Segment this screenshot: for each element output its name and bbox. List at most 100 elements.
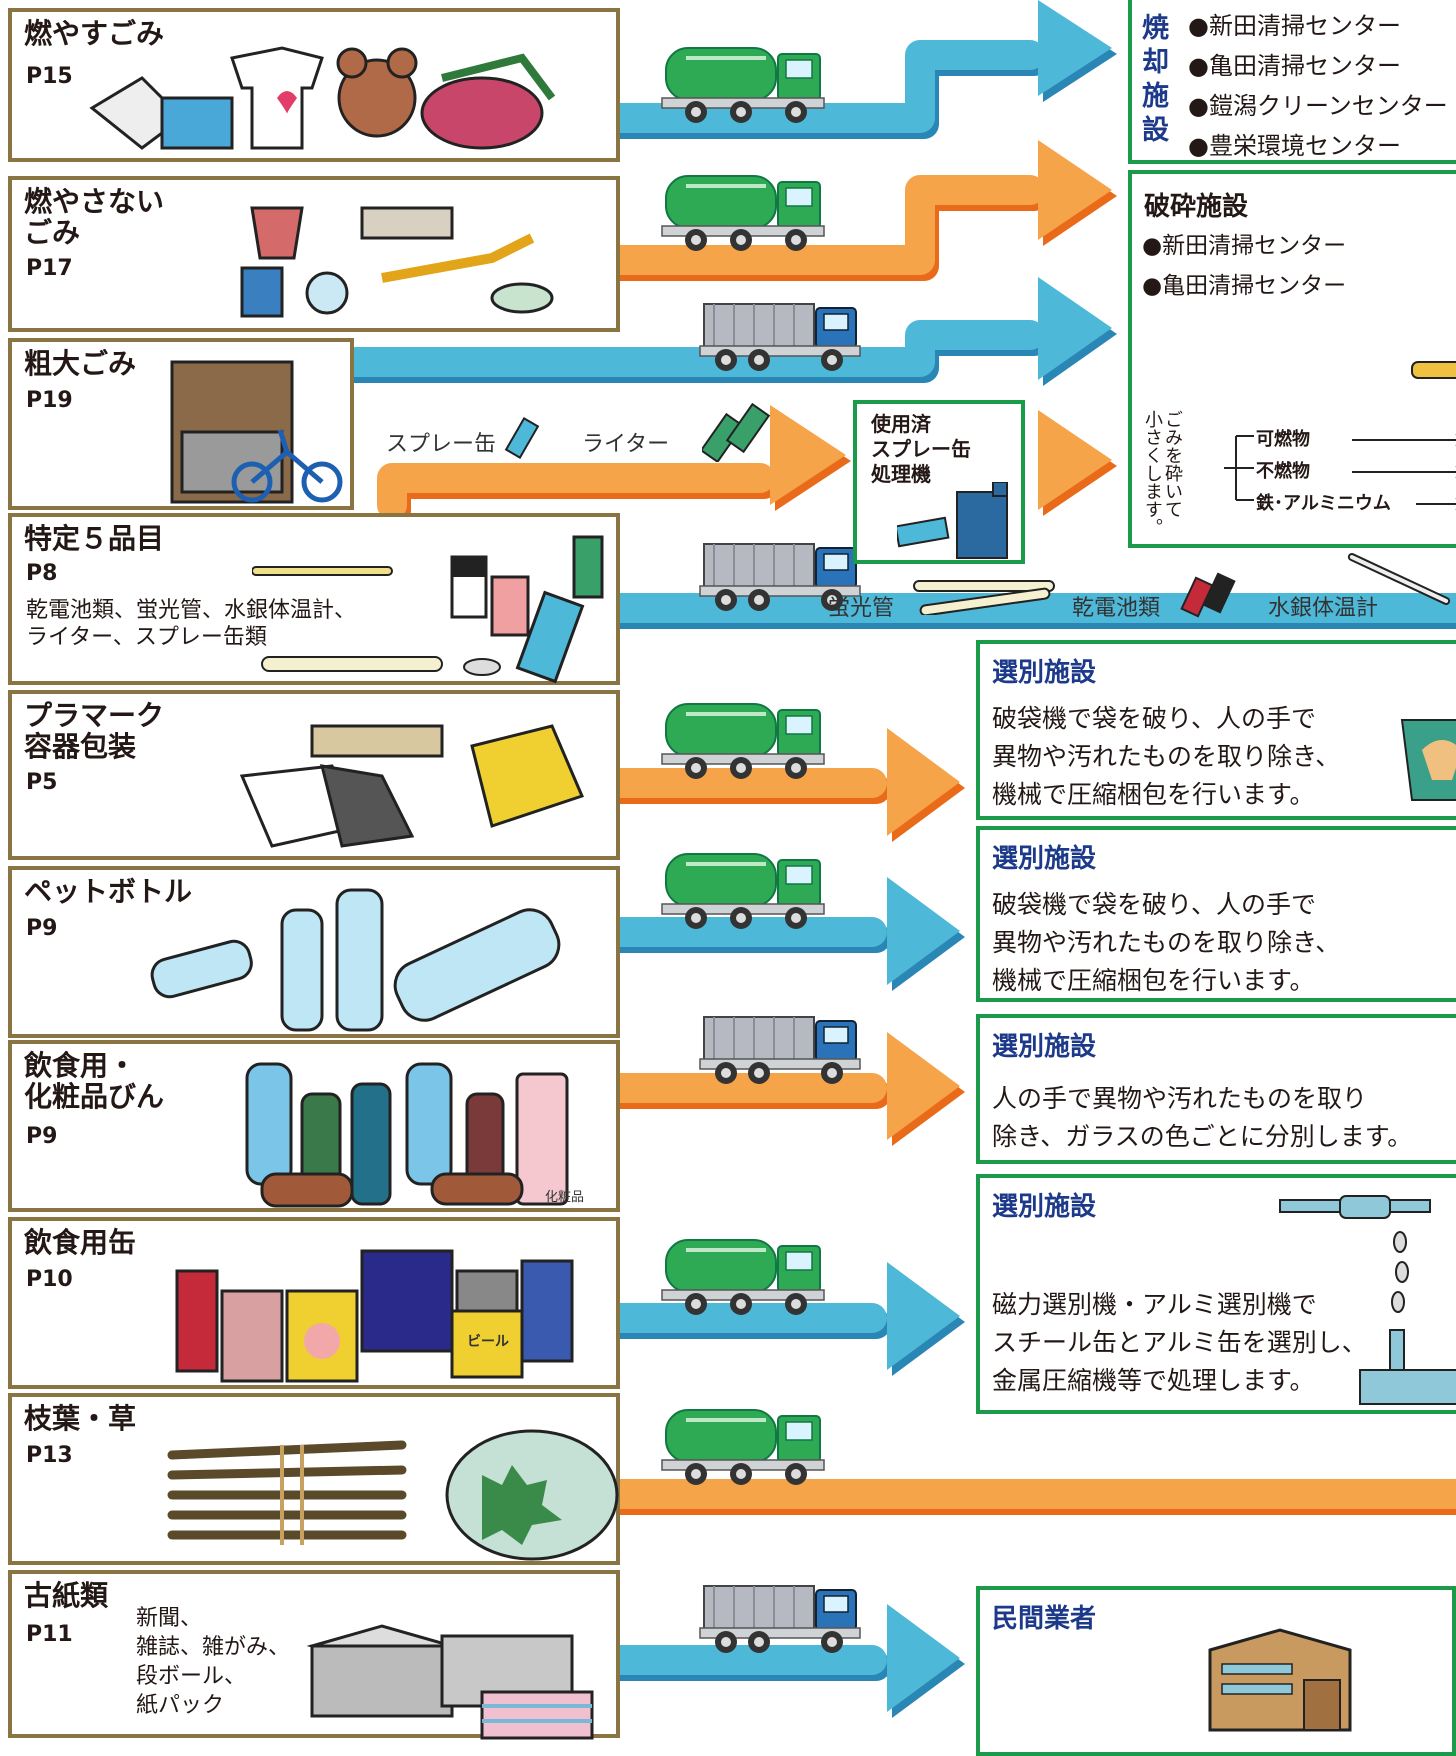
category-page: P5 <box>26 770 58 795</box>
category-page: P15 <box>26 64 73 89</box>
sorting-facility-bottles: 選別施設 人の手で異物や汚れたものを取り 除き、ガラスの色ごとに分別します。 <box>976 1014 1456 1164</box>
facility-title: 選別施設 <box>992 1192 1097 1222</box>
output-noncombustible: 不燃物 <box>1256 461 1310 482</box>
facility-title: 選別施設 <box>992 1032 1097 1062</box>
arrow-plastic <box>887 728 960 836</box>
packer-truck-icon <box>660 1238 826 1317</box>
plastic-items-illustration <box>239 724 585 848</box>
thermometer-label: 水銀体温計 <box>1268 596 1379 621</box>
category-page: P9 <box>26 916 58 941</box>
facility-item: ●豊栄環境センター <box>1188 132 1401 160</box>
paper-illustration <box>306 1624 594 1740</box>
incinerator-title: 焼却施設 <box>1142 13 1169 146</box>
category-name: プラマーク 容器包装 <box>24 699 165 763</box>
facility-item: ●新田清掃センター <box>1188 12 1401 40</box>
packer-truck-icon <box>660 46 826 125</box>
packer-truck-icon <box>660 852 826 931</box>
nonburnable-items-illustration <box>240 206 554 318</box>
crusher-branch-lines <box>1224 435 1254 501</box>
crusher-note: ごみを砕いて 小さくします。 <box>1142 410 1183 536</box>
category-plastic: プラマーク 容器包装 P5 <box>8 690 620 860</box>
category-name: 飲食用缶 <box>24 1226 137 1259</box>
category-name: 燃やすごみ <box>24 17 165 50</box>
facility-description: 破袋機で袋を破り、人の手で 異物や汚れたものを取り除き、 機械で圧縮梱包を行いま… <box>992 704 1341 809</box>
category-page: P10 <box>26 1267 73 1292</box>
category-branches: 枝葉・草 P13 <box>8 1393 620 1565</box>
oversized-items-illustration <box>170 360 343 504</box>
category-page: P17 <box>26 256 73 281</box>
category-special: 特定５品目 P8 乾電池類、蛍光管、水銀体温計、 ライター、スプレー缶類 <box>8 513 620 685</box>
spray-can-icon <box>504 417 540 459</box>
facility-description: 破袋機で袋を破り、人の手で 異物や汚れたものを取り除き、 機械で圧縮梱包を行いま… <box>992 890 1341 995</box>
category-page: P9 <box>26 1124 58 1149</box>
incinerator-facility: 焼却施設 ●新田清掃センター ●亀田清掃センター ●鎧潟クリーンセンター ●豊栄… <box>1128 0 1456 164</box>
sorting-facility-plastic: 選別施設 破袋機で袋を破り、人の手で 異物や汚れたものを取り除き、 機械で圧縮梱… <box>976 640 1456 820</box>
spray-machine-icon <box>897 482 1008 559</box>
burnable-items-illustration <box>89 46 556 150</box>
facility-description: 磁力選別機・アルミ選別機で スチール缶とアルミ缶を選別し、 金属圧縮機等で処理し… <box>992 1290 1367 1395</box>
packer-truck-icon <box>660 702 826 781</box>
arrow-oversized <box>1038 277 1112 380</box>
bottles-illustration <box>245 1062 569 1208</box>
arrow-nonburnable <box>1038 140 1112 240</box>
spray-machine-title: 使用済 スプレー缶 処理機 <box>871 412 971 486</box>
category-description: 乾電池類、蛍光管、水銀体温計、 ライター、スプレー缶類 <box>26 598 357 650</box>
category-page: P13 <box>26 1443 73 1468</box>
crusher-list: ●新田清掃センター ●亀田清掃センター <box>1142 226 1346 306</box>
arrow-cans <box>887 1262 960 1370</box>
arrow-spray-to-crusher <box>1038 410 1112 510</box>
arrow-bottles <box>887 1032 960 1140</box>
pipe-oversized <box>325 320 1045 377</box>
category-nonburnable: 燃やさない ごみ P17 <box>8 176 620 332</box>
beer-label: ビール <box>467 1334 509 1350</box>
flatbed-truck-icon <box>699 1585 861 1654</box>
category-paper: 古紙類 P11 新聞、 雑誌、雑がみ、 段ボール、 紙パック <box>8 1570 620 1740</box>
pipe-nonburnable <box>581 175 1045 275</box>
category-page: P19 <box>26 388 73 413</box>
category-page: P8 <box>26 561 58 586</box>
sorting-facility-cans: 選別施設 磁力選別機・アルミ選別機で スチール缶とアルミ缶を選別し、 金属圧縮機… <box>976 1174 1456 1414</box>
incinerator-list: ●新田清掃センター ●亀田清掃センター ●鎧潟クリーンセンター ●豊栄環境センタ… <box>1188 6 1448 166</box>
facility-title: 民間業者 <box>992 1604 1097 1634</box>
pet-bottles-illustration <box>150 888 561 1032</box>
category-name: 特定５品目 <box>24 522 165 555</box>
thermometer-icon <box>1347 553 1451 605</box>
category-name: 枝葉・草 <box>24 1402 137 1435</box>
facility-item: ●鎧潟クリーンセンター <box>1188 92 1448 120</box>
crusher-output-arrows <box>1352 434 1456 510</box>
category-pet: ペットボトル P9 <box>8 866 620 1038</box>
battery-icon <box>1180 572 1236 618</box>
facility-item: ●新田清掃センター <box>1142 233 1347 259</box>
category-cans: 飲食用缶 P10 ビール <box>8 1217 620 1389</box>
pipe-burnable <box>575 40 1045 133</box>
arrow-pet <box>887 877 960 985</box>
special-items-illustration <box>252 535 604 684</box>
packer-truck-icon <box>660 1408 826 1487</box>
category-name: 古紙類 <box>24 1579 109 1612</box>
category-name: 燃やさない ごみ <box>24 185 165 249</box>
crusher-outputs: 可燃物 不燃物 鉄･アルミニウム <box>1256 424 1391 520</box>
facility-description: 人の手で異物や汚れたものを取り 除き、ガラスの色ごとに分別します。 <box>992 1084 1413 1151</box>
category-name: ペットボトル <box>24 875 193 908</box>
warehouse-icon <box>1208 1628 1352 1732</box>
crusher-title: 破砕施設 <box>1144 192 1249 222</box>
private-company-facility: 民間業者 <box>976 1586 1456 1756</box>
category-page: P11 <box>26 1622 73 1647</box>
facility-item: ●亀田清掃センター <box>1142 273 1347 299</box>
fluorescent-label: 蛍光管 <box>828 596 895 621</box>
output-combustible: 可燃物 <box>1256 429 1310 450</box>
cosmetic-label: 化粧品 <box>545 1190 585 1205</box>
category-bottles: 飲食用・ 化粧品びん P9 化粧品 <box>8 1040 620 1212</box>
magnetic-separator-icon <box>1279 1195 1456 1405</box>
sorting-facility-pet: 選別施設 破袋機で袋を破り、人の手で 異物や汚れたものを取り除き、 機械で圧縮梱… <box>976 826 1456 1002</box>
arrow-burnable <box>1038 0 1112 96</box>
facility-title: 選別施設 <box>992 658 1097 688</box>
arrow-paper <box>887 1604 960 1712</box>
crusher-machine-icon <box>1411 361 1456 379</box>
packer-truck-icon <box>660 174 826 253</box>
category-name: 飲食用・ 化粧品びん <box>24 1049 165 1113</box>
category-name: 粗大ごみ <box>24 347 137 380</box>
cans-illustration <box>175 1249 574 1383</box>
category-burnable: 燃やすごみ P15 <box>8 8 620 162</box>
lighter-icon <box>702 402 771 462</box>
